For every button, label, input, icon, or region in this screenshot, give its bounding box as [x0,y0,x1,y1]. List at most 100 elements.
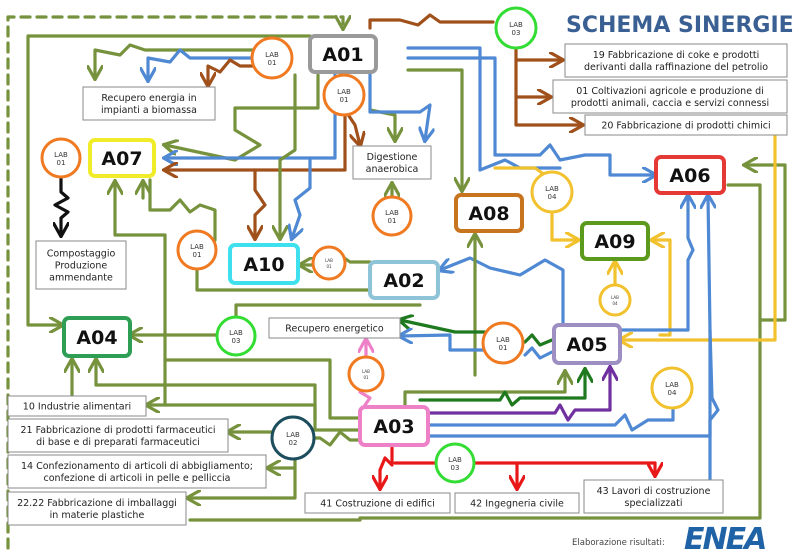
box-text-line: specializzati [625,498,683,509]
flow-a07-from-below-1 [115,182,167,407]
node-a03: A03 [358,405,430,447]
lab-ring [481,321,525,365]
lab-text-line1: LAB [362,369,370,374]
flow-a01-biomassa-green [95,43,260,78]
lab-text-line1: LAB [54,151,68,159]
node-label: A10 [243,254,284,276]
box-recupero-energetico: Recupero energetico [268,317,401,339]
box-text-line: Compostaggio [47,249,116,260]
node-frame [580,221,650,261]
lab-ring [250,36,294,80]
flow-a03-left-2 [163,358,362,420]
lab-text-line1: LAB [496,336,510,344]
node-frame [62,316,132,358]
lab-text-line1: LAB [229,329,243,337]
flow-a03-red [380,446,394,488]
box-text-line: confezione di articoli in pelle e pellic… [44,473,231,484]
node-label: A03 [373,416,414,438]
flow-a03-blue-2 [426,328,720,438]
box-frame [584,114,788,136]
lab-text-line1: LAB [265,51,279,59]
node-frame [358,405,430,447]
flow-dashed-frame [6,17,343,550]
lab-text-line2: 01 [388,217,397,225]
credit-label: Elaborazione risultati: [572,538,665,548]
flow-s20-yellow [620,133,777,340]
box-text-line: ammendante [49,273,113,284]
flow-a01-digestione-blue [368,58,430,140]
flow-lab04-a09 [550,210,578,240]
node-a05: A05 [552,323,622,365]
box-frame [268,317,401,339]
node-label: A02 [383,270,424,292]
node-label: A06 [669,165,710,187]
box-sector-14: 14 Confezionamento di articoli di abbigl… [7,454,267,489]
lab-text-line1: LAB [611,295,619,300]
lab-text-line2: 01 [268,59,277,67]
box-frame [304,492,451,514]
box-sector-21: 21 Fabbricazione di prodotti farmaceutic… [7,418,229,453]
flow-outer-frame [26,34,312,325]
box-text-line: Recupero energia in [101,93,196,104]
lab-text-line2: 02 [289,439,298,447]
box-text-line: in materie plastiche [50,510,145,521]
node-a04: A04 [62,316,132,358]
box-text-line: 14 Confezionamento di articoli di abbigl… [21,461,253,472]
flow-lab03-a04-top [234,303,422,322]
lab-ring [598,283,632,317]
flow-a01-a10-green [280,73,297,238]
lab-text-line1: LAB [665,381,679,389]
node-label: A05 [566,334,607,356]
box-sector-20: 20 Fabbricazione di prodotti chimici [584,114,788,136]
lab-text-line1: LAB [337,88,351,96]
node-label: A04 [76,327,117,349]
box-text-line: 42 Ingegneria civile [470,499,564,510]
lab-ring [270,415,316,461]
node-frame [368,260,440,300]
flow-lab02-s10 [147,405,317,422]
box-sector-42: 42 Ingegneria civile [454,492,580,514]
lab-text-line2: 01 [57,159,66,167]
node-a06: A06 [654,155,726,195]
flow-lab02-s2222 [188,466,297,498]
lab-text-line2: 03 [512,29,521,37]
flow-a01-biomassa-brown [208,58,260,85]
box-text-line: 01 Coltivazioni agricole e produzione di [576,86,764,97]
flow-a01-a06-blue-1 [406,56,655,175]
flow-a01-a07-brown [165,108,347,170]
flow-lab04-top [493,166,547,177]
node-frame [552,323,622,365]
lab-text-line2: 01 [326,264,332,269]
lab-ring [40,137,82,179]
lab-ring [215,315,257,357]
node-frame [654,155,726,195]
flow-a05-recupero-green [400,320,487,334]
flow-a09-right [652,240,672,337]
box-text-line: 21 Fabbricazione di prodotti farmaceutic… [21,425,216,436]
box-frame [82,86,216,121]
box-text-line: 22.22 Fabbricazione di imballaggi [17,498,177,509]
node-frame [308,34,378,74]
node-frame [228,243,300,285]
flow-lab03-top [368,13,495,30]
flow-lab01-a02-bottom [195,266,392,292]
node-a01: A01 [308,34,378,74]
lab-text-line2: 01 [340,96,349,104]
diagram-title: SCHEMA SINERGIE [566,13,794,38]
node-a02: A02 [368,260,440,300]
flow-a03-a05-green [403,372,565,410]
box-sector-19: 19 Fabbricazione di coke e prodottideriv… [564,43,788,78]
lab-ring [650,366,694,410]
lab-ring [530,170,574,214]
